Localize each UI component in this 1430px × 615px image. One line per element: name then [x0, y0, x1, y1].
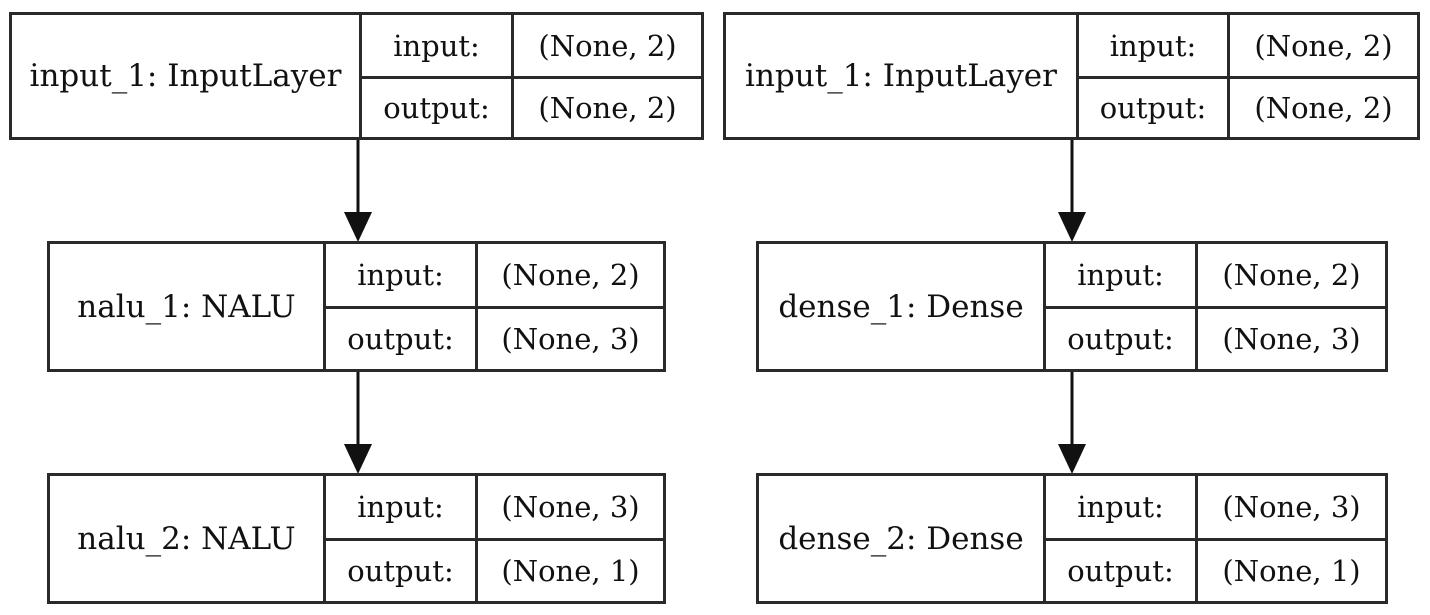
input-label: input: — [357, 490, 444, 524]
layer-name: input_1: InputLayer — [745, 58, 1057, 94]
input-label: input: — [357, 258, 444, 292]
output-label: output: — [347, 554, 454, 588]
input-label: input: — [1077, 258, 1164, 292]
output-shape: (None, 1) — [501, 554, 640, 588]
output-shape: (None, 2) — [1254, 91, 1393, 125]
output-label: output: — [1067, 554, 1174, 588]
layer-node: input_1: InputLayer input: (None, 2) out… — [723, 12, 1420, 140]
input-label: input: — [1077, 490, 1164, 524]
input-shape: (None, 3) — [501, 490, 640, 524]
output-label: output: — [1099, 91, 1207, 125]
layer-node: dense_2: Dense input: (None, 3) output: … — [756, 473, 1388, 604]
input-shape: (None, 2) — [501, 258, 640, 292]
output-label: output: — [383, 91, 490, 125]
layer-node: nalu_1: NALU input: (None, 2) output: (N… — [47, 241, 666, 372]
layer-name: dense_1: Dense — [778, 288, 1024, 325]
arrow-head-right-2 — [1058, 444, 1086, 474]
arrow-head-right-1 — [1058, 212, 1086, 242]
input-shape: (None, 2) — [538, 28, 677, 63]
layer-name: dense_2: Dense — [778, 520, 1024, 557]
output-shape: (None, 1) — [1222, 554, 1361, 588]
arrow-head-left-2 — [344, 444, 372, 474]
input-shape: (None, 2) — [1254, 28, 1393, 63]
input-shape: (None, 2) — [1222, 258, 1361, 292]
layer-name: nalu_1: NALU — [77, 288, 296, 325]
input-label: input: — [393, 28, 480, 63]
output-label: output: — [347, 322, 454, 356]
layer-node: nalu_2: NALU input: (None, 3) output: (N… — [47, 473, 666, 604]
layer-name: input_1: InputLayer — [29, 58, 342, 94]
arrow-head-left-1 — [344, 212, 372, 242]
layer-node: input_1: InputLayer input: (None, 2) out… — [9, 12, 704, 140]
input-label: input: — [1109, 28, 1197, 63]
output-shape: (None, 3) — [501, 322, 640, 356]
input-shape: (None, 3) — [1222, 490, 1361, 524]
output-label: output: — [1067, 322, 1174, 356]
layer-node: dense_1: Dense input: (None, 2) output: … — [756, 241, 1388, 372]
output-shape: (None, 3) — [1222, 322, 1361, 356]
layer-name: nalu_2: NALU — [77, 520, 296, 557]
output-shape: (None, 2) — [538, 91, 677, 125]
